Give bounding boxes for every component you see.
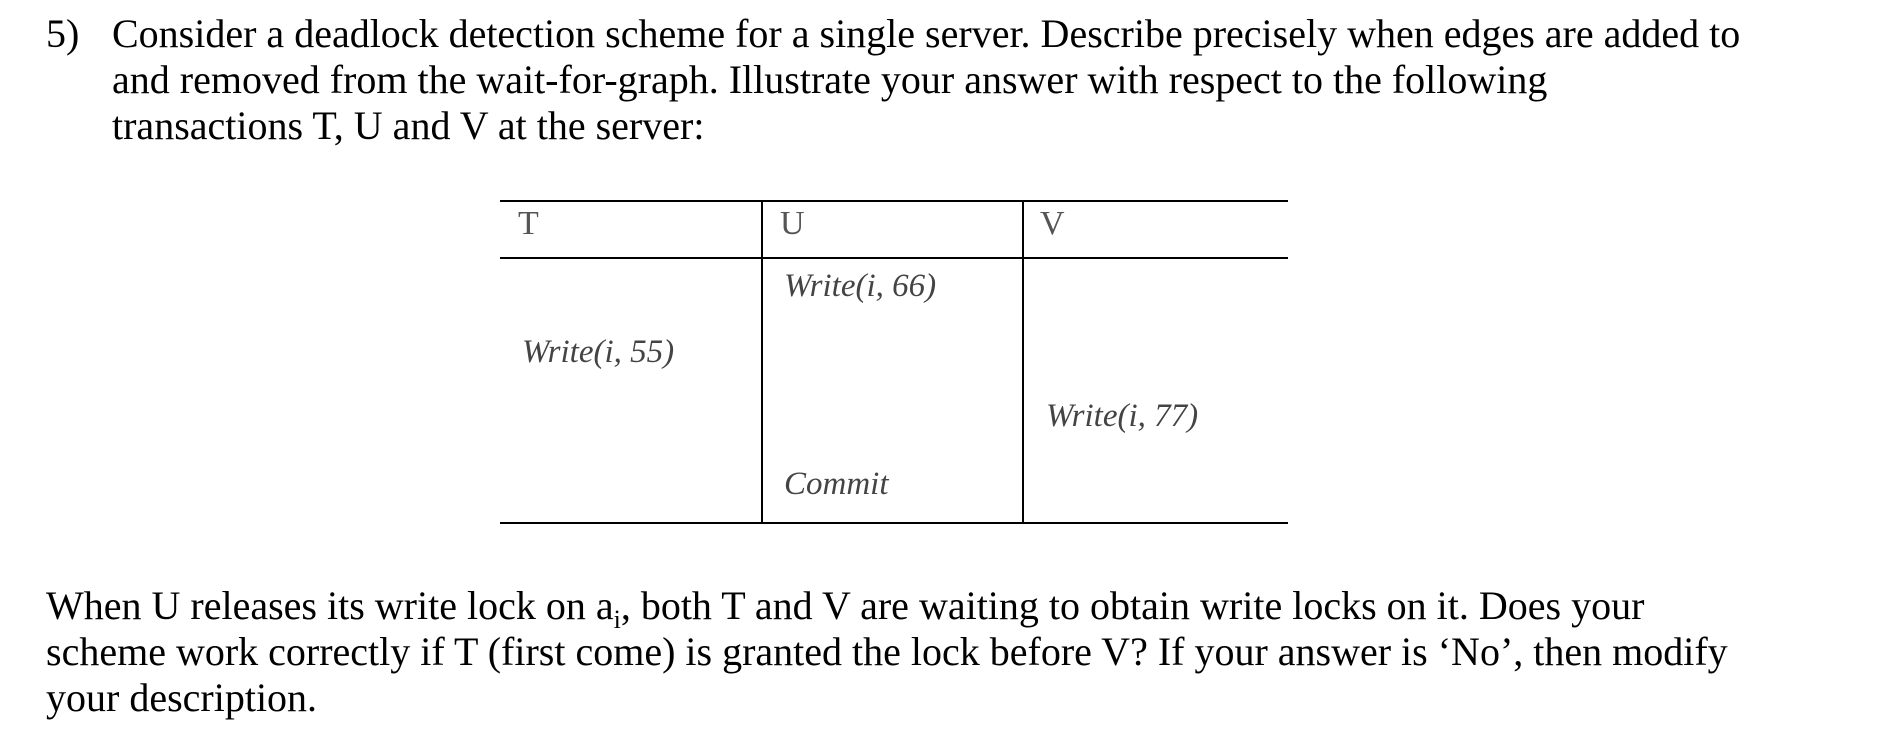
column-header-u: U [780, 205, 805, 242]
op-u-commit: Commit [784, 466, 889, 502]
followup-line-3: your description. [46, 675, 318, 720]
question-line-2: and removed from the wait-for-graph. Ill… [112, 57, 1548, 102]
table-column-divider-1 [761, 200, 763, 524]
column-header-v: V [1040, 205, 1065, 242]
table-bottom-rule [500, 522, 1288, 524]
column-header-t: T [518, 205, 539, 242]
question-line-1: Consider a deadlock detection scheme for… [112, 11, 1741, 56]
followup-line-2: scheme work correctly if T (first come) … [46, 629, 1728, 674]
op-t-write: Write(i, 55) [522, 334, 675, 370]
question-line-3: transactions T, U and V at the server: [112, 103, 705, 148]
question-number: 5) [46, 11, 80, 56]
table-top-rule [500, 200, 1288, 202]
table-column-divider-2 [1022, 200, 1024, 524]
op-v-write: Write(i, 77) [1046, 398, 1199, 434]
op-u-write: Write(i, 66) [784, 268, 937, 304]
followup-line-1: When U releases its write lock on ai, bo… [46, 582, 1645, 633]
table-header-rule [500, 257, 1288, 259]
followup-line-1-start: When U releases its write lock on a [46, 583, 614, 628]
followup-line-1-end: , both T and V are waiting to obtain wri… [620, 583, 1645, 628]
followup-line-1-subscript: i [613, 605, 621, 634]
transaction-table: T U V Write(i, 66) Write(i, 55) Write(i,… [500, 200, 1288, 524]
